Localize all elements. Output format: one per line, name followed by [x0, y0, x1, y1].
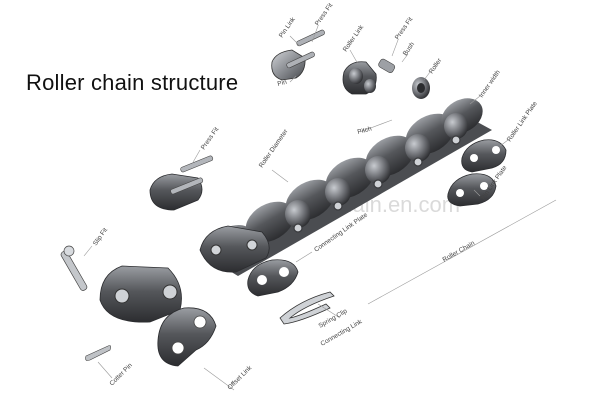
label-press-fit-top: Press Fit	[314, 2, 335, 27]
connecting-link-part	[100, 266, 182, 322]
slip-fit-pin-part	[60, 246, 88, 292]
label-bush: Bush	[402, 41, 416, 57]
label-roller-link-plate: Roller Link Plate	[506, 100, 539, 143]
roller-link-part	[343, 58, 430, 99]
label-inner-width: Inner width	[478, 69, 502, 99]
label-press-fit-mid: Press Fit	[394, 16, 415, 41]
label-roller: Roller	[428, 57, 444, 76]
label-slip-fit: Slip Fit	[92, 227, 109, 247]
label-roller-diameter: Roller Diameter	[258, 127, 290, 169]
label-offset-link: Offset Link	[226, 364, 253, 391]
label-pin: Pin	[277, 79, 288, 88]
label-pitch: Pitch	[357, 125, 373, 136]
label-cotter-pin: Cotter Pin	[108, 362, 134, 388]
cotter-pin-part	[86, 346, 111, 361]
press-fit-pin-link-part	[150, 155, 213, 210]
label-roller-chain: Roller Chain	[442, 240, 477, 264]
roller-chain-assembly	[200, 91, 492, 276]
offset-link-part	[158, 308, 216, 366]
label-pin-link: Pin Link	[278, 16, 297, 40]
roller-link-plate-part	[462, 140, 506, 172]
label-roller-link: Roller Link	[342, 23, 366, 53]
label-press-fit-left: Press Fit	[200, 126, 221, 151]
